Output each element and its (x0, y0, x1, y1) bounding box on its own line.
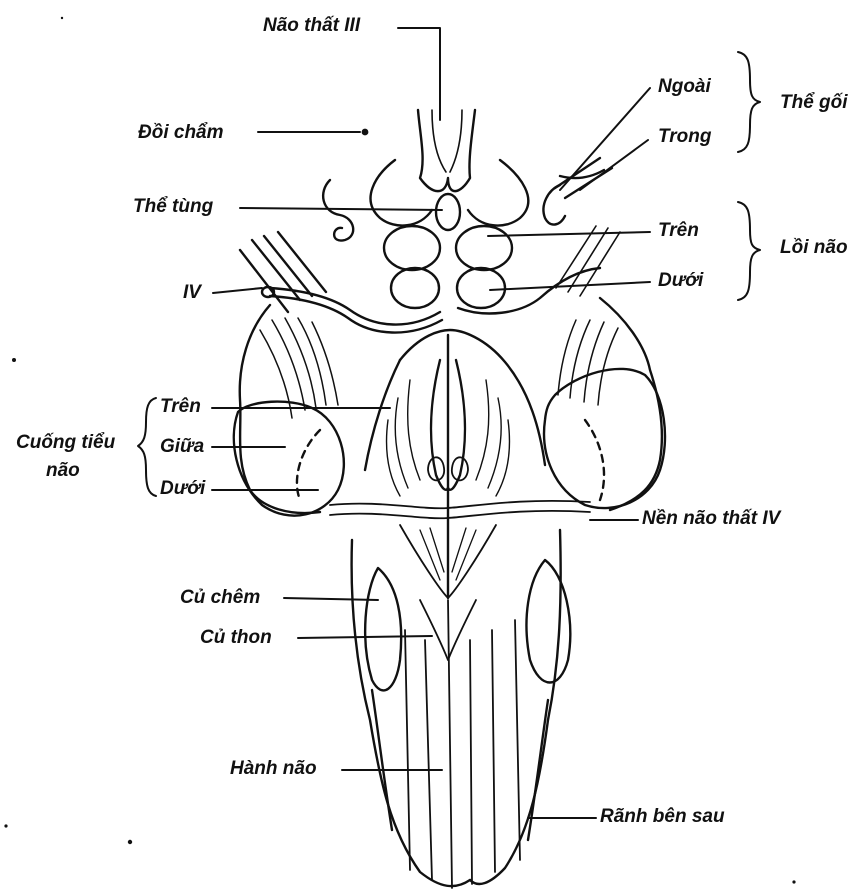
third-ventricle-inner (432, 110, 462, 172)
cut-surface-right-dash (585, 420, 604, 500)
fourth-ventricle-rim (400, 330, 545, 465)
lateral-column-left (372, 690, 392, 830)
peduncle-outline-right (600, 298, 662, 510)
label-the-goi: Thể gối (780, 92, 848, 114)
cuneate-tubercle-left (365, 568, 401, 690)
label-cu-thon: Củ thon (200, 627, 272, 649)
cuneate-tubercle-right (526, 560, 570, 683)
label-giua-cuong: Giữa (160, 436, 204, 458)
medulla-groove-5 (492, 630, 495, 872)
label-cu-cham: Củ chêm (180, 587, 260, 609)
superior-colliculus-right (456, 226, 512, 270)
label-ngoai: Ngoài (658, 76, 711, 98)
medial-geniculate-right (543, 185, 565, 225)
floor-striations-right (476, 380, 510, 496)
leader-doi-cham-dot (363, 130, 367, 134)
label-trong: Trong (658, 126, 711, 148)
label-the-tung: Thể tùng (133, 196, 213, 218)
label-iv: IV (183, 282, 201, 304)
label-duoi-cuong: Dưới (160, 478, 205, 500)
striae-medullares (330, 501, 590, 518)
medial-eminence-left (431, 360, 448, 490)
thalamus-right (468, 160, 528, 226)
leader-nao-that-iii (398, 28, 440, 120)
medulla-groove-4 (470, 640, 472, 884)
label-duoi-loi-nao: Dưới (658, 270, 703, 292)
inferior-colliculus-left (391, 268, 439, 308)
label-tren-loi-nao: Trên (658, 220, 699, 242)
label-tren-cuong: Trên (160, 396, 201, 418)
medulla-groove-1 (405, 630, 410, 870)
label-cuong-tieu-nao-line1: Cuống tiểu (16, 432, 115, 454)
brace-the-goi (738, 52, 760, 152)
third-ventricle-outline (418, 110, 475, 191)
pineal-gland (436, 194, 460, 230)
label-doi-cham: Đồi chẩm (138, 122, 224, 144)
leader-tren-loi (488, 232, 650, 236)
superior-colliculus-left (384, 226, 440, 270)
leader-the-tung (240, 208, 442, 210)
lateral-geniculate-left (323, 180, 353, 241)
brace-loi-nao (738, 202, 760, 300)
leader-cu-thon (298, 636, 432, 638)
fourth-ventricle-rim-left (365, 360, 400, 470)
label-loi-nao: Lồi não (780, 237, 848, 259)
medial-eminence-right (448, 360, 465, 490)
peduncle-lines-upper-left (240, 232, 326, 312)
medulla-groove-2 (425, 640, 432, 880)
peduncle-striations-right (558, 320, 618, 405)
label-hanh-nao: Hành não (230, 758, 317, 780)
floor-striations-left (387, 380, 421, 496)
medulla-groove-6 (515, 620, 520, 860)
brace-cuong-tieu-nao (138, 398, 156, 496)
cut-surface-left (234, 402, 344, 516)
leader-cu-cham (284, 598, 378, 600)
label-nao-that-iii: Não thất III (263, 15, 360, 37)
inferior-colliculus-right (457, 268, 505, 308)
leader-iv (213, 288, 262, 293)
label-cuong-tieu-nao-line2: não (46, 460, 80, 482)
label-ranh-ben-sau: Rãnh bên sau (600, 806, 725, 828)
label-nen-nao-that-iv: Nền não thất IV (642, 508, 780, 530)
leader-ngoai (560, 88, 650, 190)
medulla-groove-3 (448, 600, 452, 888)
